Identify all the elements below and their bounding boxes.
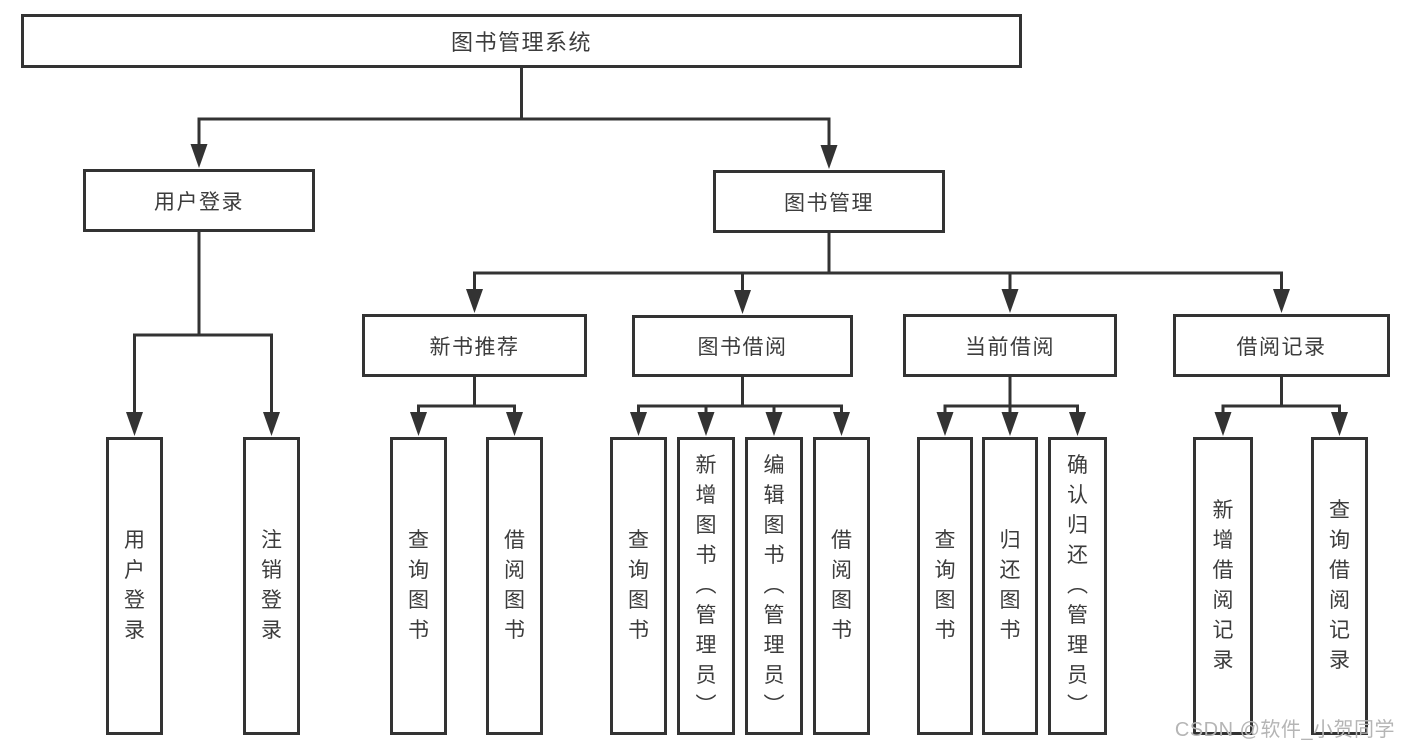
vertical-label: 查询借阅记录 <box>1329 499 1350 672</box>
node-confirm-return-admin: 确认归还︵管理员︶ <box>1048 437 1107 735</box>
arrowhead-icon <box>1001 412 1019 436</box>
arrowhead-icon <box>506 412 523 436</box>
arrowhead-icon <box>410 412 427 436</box>
arrowhead-icon <box>1273 289 1290 313</box>
node-book-borrow: 图书借阅 <box>632 315 853 377</box>
arrowhead-icon <box>734 290 751 314</box>
arrowhead-icon <box>126 412 143 436</box>
arrowhead-icon <box>263 412 280 436</box>
vertical-label: 新增借阅记录 <box>1212 499 1234 672</box>
vertical-label: 查询图书 <box>934 529 956 642</box>
vertical-label: 查询图书 <box>408 529 429 642</box>
arrowhead-icon <box>936 412 954 436</box>
vertical-label: 借阅图书 <box>831 529 852 642</box>
node-user-login-leaf: 用户登录 <box>106 437 163 735</box>
node-borrow-record: 借阅记录 <box>1173 314 1390 377</box>
arrowhead-icon <box>1069 412 1086 436</box>
vertical-label: 注销登录 <box>261 529 282 642</box>
node-new-book-rec: 新书推荐 <box>362 314 587 377</box>
node-query-borrow-record: 查询借阅记录 <box>1311 437 1368 735</box>
node-add-book-admin: 新增图书︵管理员︶ <box>677 437 735 735</box>
node-borrow-book-leaf: 借阅图书 <box>813 437 870 735</box>
node-user-login: 用户登录 <box>83 169 315 232</box>
arrowhead-icon <box>190 144 208 168</box>
node-root: 图书管理系统 <box>21 14 1022 68</box>
arrowhead-icon <box>1331 412 1348 436</box>
arrowhead-icon <box>697 412 715 436</box>
node-add-borrow-record: 新增借阅记录 <box>1193 437 1253 735</box>
arrowhead-icon <box>820 145 838 169</box>
arrowhead-icon <box>1001 289 1019 313</box>
node-query-book-rec: 查询图书 <box>390 437 447 735</box>
node-logout-leaf: 注销登录 <box>243 437 300 735</box>
node-borrow-book-rec: 借阅图书 <box>486 437 543 735</box>
node-query-book-borrow: 查询图书 <box>610 437 667 735</box>
node-book-mgmt: 图书管理 <box>713 170 945 233</box>
node-return-book: 归还图书 <box>982 437 1038 735</box>
arrowhead-icon <box>630 412 647 436</box>
vertical-label: 新增图书︵管理员︶ <box>695 454 717 717</box>
node-edit-book-admin: 编辑图书︵管理员︶ <box>745 437 803 735</box>
vertical-label: 确认归还︵管理员︶ <box>1067 454 1088 717</box>
vertical-label: 查询图书 <box>628 529 649 642</box>
arrowhead-icon <box>765 412 783 436</box>
arrowhead-icon <box>466 289 483 313</box>
vertical-label: 借阅图书 <box>504 529 525 642</box>
vertical-label: 用户登录 <box>124 529 145 642</box>
node-query-book-current: 查询图书 <box>917 437 973 735</box>
node-current-borrow: 当前借阅 <box>903 314 1117 377</box>
vertical-label: 编辑图书︵管理员︶ <box>763 454 785 717</box>
vertical-label: 归还图书 <box>999 529 1021 642</box>
arrowhead-icon <box>1214 412 1232 436</box>
arrowhead-icon <box>833 412 850 436</box>
